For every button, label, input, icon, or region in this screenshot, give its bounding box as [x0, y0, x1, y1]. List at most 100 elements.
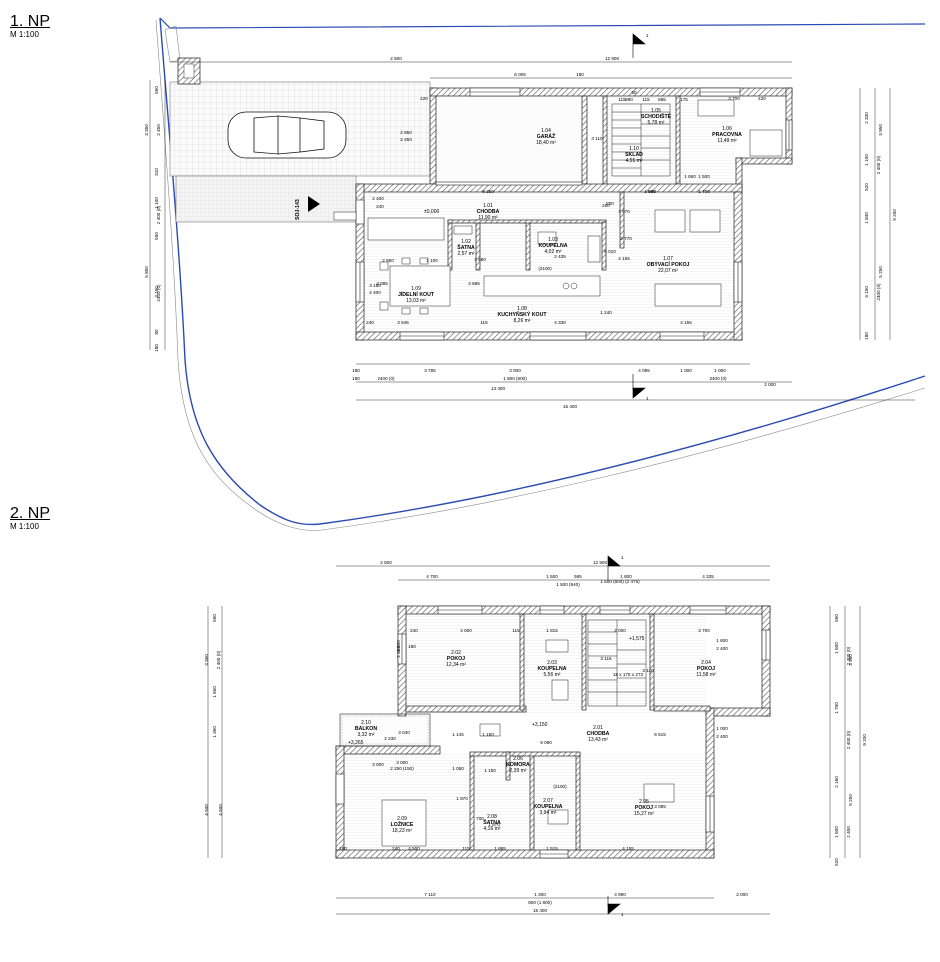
floor2-dim-right: 1 700	[834, 702, 839, 714]
floor1-room-name: CHODBA	[477, 209, 500, 215]
entrance-arrow-icon	[308, 196, 320, 212]
floor1-dim-inner: 240	[376, 204, 384, 209]
floor1-section-mark-bottom: 1	[632, 374, 649, 401]
floor1-room-name: ŠATNA	[457, 243, 475, 251]
floor2-dim-top: 1 500	[546, 574, 558, 579]
floor1-dim-inner: 2 435	[554, 254, 566, 259]
floor1-dim-bottom: 1 000	[714, 368, 726, 373]
floor2-room-number: 2.04	[701, 660, 711, 666]
floor2-room-number: 2.08	[487, 814, 497, 820]
floor1-dim-left: 180	[154, 344, 159, 352]
entrance-label: SOJ-143	[295, 199, 301, 220]
floor2-dim-top: 4 335	[702, 574, 714, 579]
floor2-dim-bottom: 4 990	[614, 892, 626, 897]
floor1-dim-inner: 3 085	[376, 281, 388, 286]
floor1-room-number: 1.10	[629, 146, 639, 152]
floor1-dim-inner: 2 450	[400, 137, 412, 142]
floor1-dim-left: 550	[154, 232, 159, 240]
floor1-dim-right: 1 100	[864, 154, 869, 166]
floor1-dim-top: 180	[576, 72, 584, 77]
floor1-room-area: 4,02 m²	[545, 249, 562, 255]
floor2-dim-left: 550	[212, 614, 217, 622]
floor1-dim-inner: 200	[602, 203, 610, 208]
floor1-dim-top: 890	[625, 97, 633, 102]
floor2-dim-bottom: 1 300	[534, 892, 546, 897]
floor2-room-name: KOUPELNA	[533, 804, 562, 810]
floor2-landing-level: +1,575	[629, 636, 645, 642]
floor1-room-number: 1.06	[722, 126, 732, 132]
floor2-dim-right: 2 400 (0)	[846, 646, 851, 665]
floor2-dim-right: 1 600	[834, 826, 839, 838]
floor1-dim-bottom: 2400 (0)	[709, 376, 727, 381]
floor1-dim-bottom: 1 800 (600)	[503, 376, 527, 381]
floor2-staircase	[587, 619, 647, 707]
floor1-title-block: 1. NP M 1:100	[10, 14, 50, 40]
floor1-dim-bottom: 3 645	[397, 320, 409, 325]
floor1-dim-inner: 1 500	[644, 189, 656, 194]
svg-text:1: 1	[646, 396, 649, 401]
floor1-room-area: 2,57 m²	[458, 251, 475, 257]
floor1-dim-inner: 800	[606, 201, 614, 206]
floor2-dim-top: 1 800	[620, 574, 632, 579]
floor1-scale: M 1:100	[10, 30, 39, 39]
floor2-room-area: 5,56 m²	[544, 672, 561, 678]
floor2-dim-bottom: 15 400	[533, 908, 547, 913]
floor2-dim-top: 1 500 (600) (2 475)	[600, 579, 640, 584]
floor2-dimension-lines	[207, 565, 861, 915]
floor1-room-area: 11,90 m²	[478, 215, 498, 221]
floor2-dim-top: 565	[574, 574, 582, 579]
floor2-dim-top: 180	[408, 644, 416, 649]
floor2-dim-inner: 2 400	[716, 734, 728, 739]
floor1-dim-bottom: 3 785	[424, 368, 436, 373]
floor2-dim-left: 4 500	[218, 804, 223, 816]
floor2-dim-top: 3 700	[698, 628, 710, 633]
floor2-dim-inner: 2 230	[384, 736, 396, 741]
floor2-room-number: 2.05	[639, 799, 649, 805]
floor1-dim-left: 2 450	[156, 124, 161, 136]
floor1-room-area: 5,78 m²	[648, 120, 665, 126]
floor1-room-name: GARÁŽ	[537, 132, 556, 140]
floor2-dim-bottom: 1 865	[494, 846, 506, 851]
floor1-dim-top: 12 900	[605, 56, 619, 61]
floor1-dim-right: 180	[864, 332, 869, 340]
floor2-room-area: 3,32 m²	[358, 732, 375, 738]
floor2-dim-inner: 3 085	[654, 804, 666, 809]
floor2-dim-left: 3 350	[204, 654, 209, 666]
floor1-dim-right: 2 400 (0)	[876, 155, 881, 174]
floor2-dim-inner: 9 090	[540, 740, 552, 745]
floor1-room-name: PRACOVNA	[712, 132, 742, 138]
floor2-balcony	[339, 713, 431, 747]
floor2-room-name: LOŽNICE	[391, 820, 414, 828]
floor1-dim-left: 80	[154, 329, 159, 335]
floor2-dim-bottom: 240	[392, 846, 400, 851]
floor1-dim-left: 3 150	[154, 286, 159, 298]
floor2-dim-inner: 3 000	[372, 762, 384, 767]
floor2-dim-bottom: 2 000	[736, 892, 748, 897]
floor2-room-area: 15,27 m²	[634, 811, 654, 817]
floor1-dim-inner: 1 240	[600, 310, 612, 315]
floor1-dim-bottom: 4 155	[680, 320, 692, 325]
floor1-room-name: SCHODIŠTĚ	[641, 112, 672, 120]
floor1-dimension-lines	[149, 61, 915, 401]
floor2-room-area: 2,39 m²	[510, 768, 527, 774]
floor2-room-area: 4,16 m²	[484, 826, 501, 832]
floor1-room-name: OBÝVACÍ POKOJ	[647, 260, 690, 268]
floor1-room-number: 1.03	[548, 237, 558, 243]
floor1-dim-bottom: 3 000	[509, 368, 521, 373]
floor2-dim-inner: 1 970	[488, 822, 500, 827]
floor2-dim-bottom: 4 155	[622, 846, 634, 851]
floor2-dim-right: 5 250	[848, 794, 853, 806]
floor2-title-block: 2. NP M 1:100	[10, 505, 51, 532]
floor1-dim-bottom: 13 400	[491, 386, 505, 391]
floor1-level-mark: ±0,000	[424, 209, 439, 215]
floor2-scale: M 1:100	[10, 522, 39, 531]
floor1-room-number: 1.01	[483, 203, 493, 209]
floor2-title: 2. NP	[10, 505, 51, 522]
floor1-dim-right: 3 150	[864, 286, 869, 298]
floor2-dim-inner: (2100)	[553, 784, 567, 789]
floor2-dim-top: 4 700	[426, 574, 438, 579]
floor1-room-area: 8,26 m²	[514, 318, 531, 324]
svg-text:1: 1	[646, 33, 649, 38]
